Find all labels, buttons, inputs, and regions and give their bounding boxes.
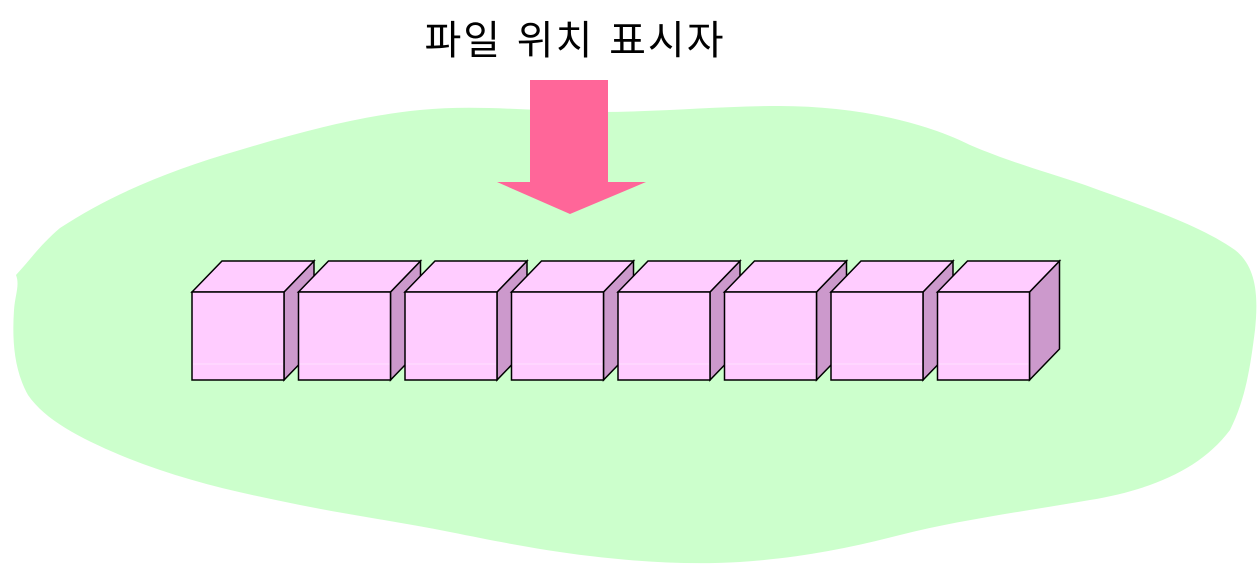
cube-front-face xyxy=(936,291,1031,381)
cube-icon xyxy=(935,259,1062,382)
cube-front-face xyxy=(830,291,924,381)
cube-front-face xyxy=(617,291,711,381)
cube-icon xyxy=(403,259,529,382)
down-arrow-icon xyxy=(497,80,646,214)
cube-icon xyxy=(190,259,316,382)
diagram-title: 파일 위치 표시자 xyxy=(424,18,726,64)
cube-front-face xyxy=(191,291,285,381)
cube-front-face xyxy=(404,291,498,381)
cube-icon xyxy=(829,259,955,382)
cube-icon xyxy=(296,259,423,382)
cube-front-face xyxy=(297,291,392,381)
cube-row xyxy=(190,259,1062,382)
cube-front-face xyxy=(510,291,605,381)
cube-front-face xyxy=(723,291,818,381)
cube-icon xyxy=(509,259,636,382)
cube-icon xyxy=(722,259,849,382)
cube-icon xyxy=(616,259,742,382)
